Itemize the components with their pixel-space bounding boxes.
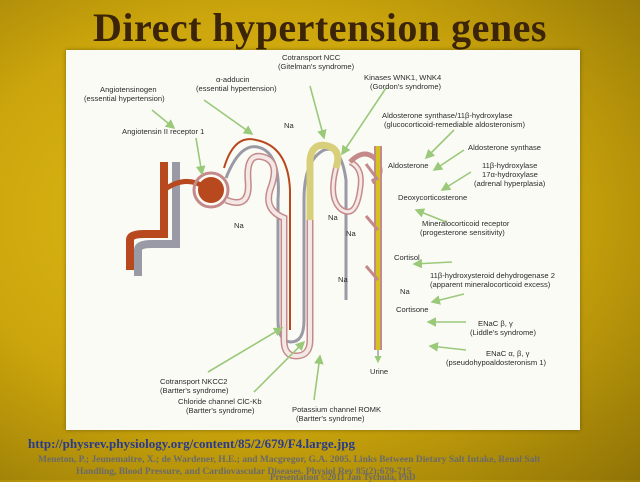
thick-ascending-limb	[306, 141, 342, 220]
collecting-duct-branch	[364, 163, 380, 281]
label-alpha-adducin-disease: (essential hypertension)	[196, 84, 277, 93]
label-nkcc2-disease: (Bartter's syndrome)	[160, 386, 229, 395]
label-ncc: Cotransport NCC	[282, 53, 341, 62]
label-11b-hydroxylase: 11β-hydroxylase	[482, 161, 537, 170]
label-enac-bg: ENaC β, γ	[478, 319, 513, 328]
label-mr-disease: (progesterone sensitivity)	[420, 228, 505, 237]
label-deoxycorticosterone: Deoxycorticosterone	[398, 193, 467, 202]
label-angiotensinogen-disease: (essential hypertension)	[84, 94, 165, 103]
slide-title: Direct hypertension genes	[93, 5, 547, 50]
label-romk-disease: (Bartter's syndrome)	[296, 414, 365, 423]
nephron-diagram: Angiotensinogen (essential hypertension)…	[84, 53, 555, 423]
renal-vein	[134, 162, 180, 276]
label-romk: Potassium channel ROMK	[292, 405, 381, 414]
citation: Meneton, P.; Jeunemaitre, X.; de Wardene…	[38, 454, 598, 478]
label-adrenal-hyperplasia: (adrenal hyperplasia)	[474, 179, 546, 188]
label-clckb: Chloride channel ClC-Kb	[178, 397, 262, 406]
label-urine: Urine	[370, 367, 388, 376]
annotation-arrows	[151, 85, 472, 401]
label-17a-hydroxylase: 17α-hydroxylase	[482, 170, 538, 179]
labels: Angiotensinogen (essential hypertension)…	[84, 53, 555, 423]
source-url[interactable]: http://physrev.physiology.org/content/85…	[28, 436, 355, 451]
citation-line-2: Handling, Blood Pressure, and Cardiovasc…	[76, 467, 412, 477]
presenter-credit: Presentation ©2011 Jan Tychula, PhD	[270, 472, 416, 482]
label-na: Na	[346, 229, 356, 238]
label-nkcc2: Cotransport NKCC2	[160, 377, 228, 386]
label-enac-abg: ENaC α, β, γ	[486, 349, 530, 358]
label-cortisol: Cortisol	[394, 253, 420, 262]
peritubular-arteriole	[223, 138, 291, 330]
bowman-capsule	[192, 171, 230, 209]
citation-line-1: Meneton, P.; Jeunemaitre, X.; de Wardene…	[38, 455, 541, 465]
label-na: Na	[234, 221, 244, 230]
label-na: Na	[328, 213, 338, 222]
label-pha1: (pseudohypoaldosteronism 1)	[446, 358, 547, 367]
label-aldo-synth-hyd: Aldosterone synthase/11β-hydroxylase	[382, 111, 512, 120]
label-na: Na	[338, 275, 348, 284]
label-aldo-synth-hyd-disease: (glucocorticoid-remediable aldosteronism…	[384, 120, 525, 129]
renal-artery	[126, 162, 168, 270]
label-hsd2-disease: (apparent mineralocorticoid excess)	[430, 280, 551, 289]
label-cortisone: Cortisone	[396, 305, 429, 314]
label-na: Na	[284, 121, 294, 130]
nephron-figure: Angiotensinogen (essential hypertension)…	[66, 50, 580, 430]
label-at1: Angiotensin II receptor 1	[122, 127, 204, 136]
label-clckb-disease: (Bartter's syndrome)	[186, 406, 255, 415]
proximal-tubule	[224, 152, 314, 360]
label-angiotensinogen: Angiotensinogen	[100, 85, 157, 94]
label-wnk-disease: (Gordon's syndrome)	[370, 82, 442, 91]
glomerulus	[198, 177, 224, 203]
label-liddle: (Liddle's syndrome)	[470, 328, 536, 337]
label-mineralocorticoid-receptor: Mineralocorticoid receptor	[422, 219, 510, 228]
label-ncc-disease: (Gitelman's syndrome)	[278, 62, 355, 71]
label-alpha-adducin: α-adducin	[216, 75, 250, 84]
label-wnk: Kinases WNK1, WNK4	[364, 73, 441, 82]
label-aldosterone: Aldosterone	[388, 161, 429, 170]
label-na: Na	[400, 287, 410, 296]
label-11b-hsd2: 11β-hydroxysteroid dehydrogenase 2	[430, 271, 555, 280]
peritubular-vessels	[224, 145, 348, 344]
label-aldo-synthase: Aldosterone synthase	[468, 143, 541, 152]
